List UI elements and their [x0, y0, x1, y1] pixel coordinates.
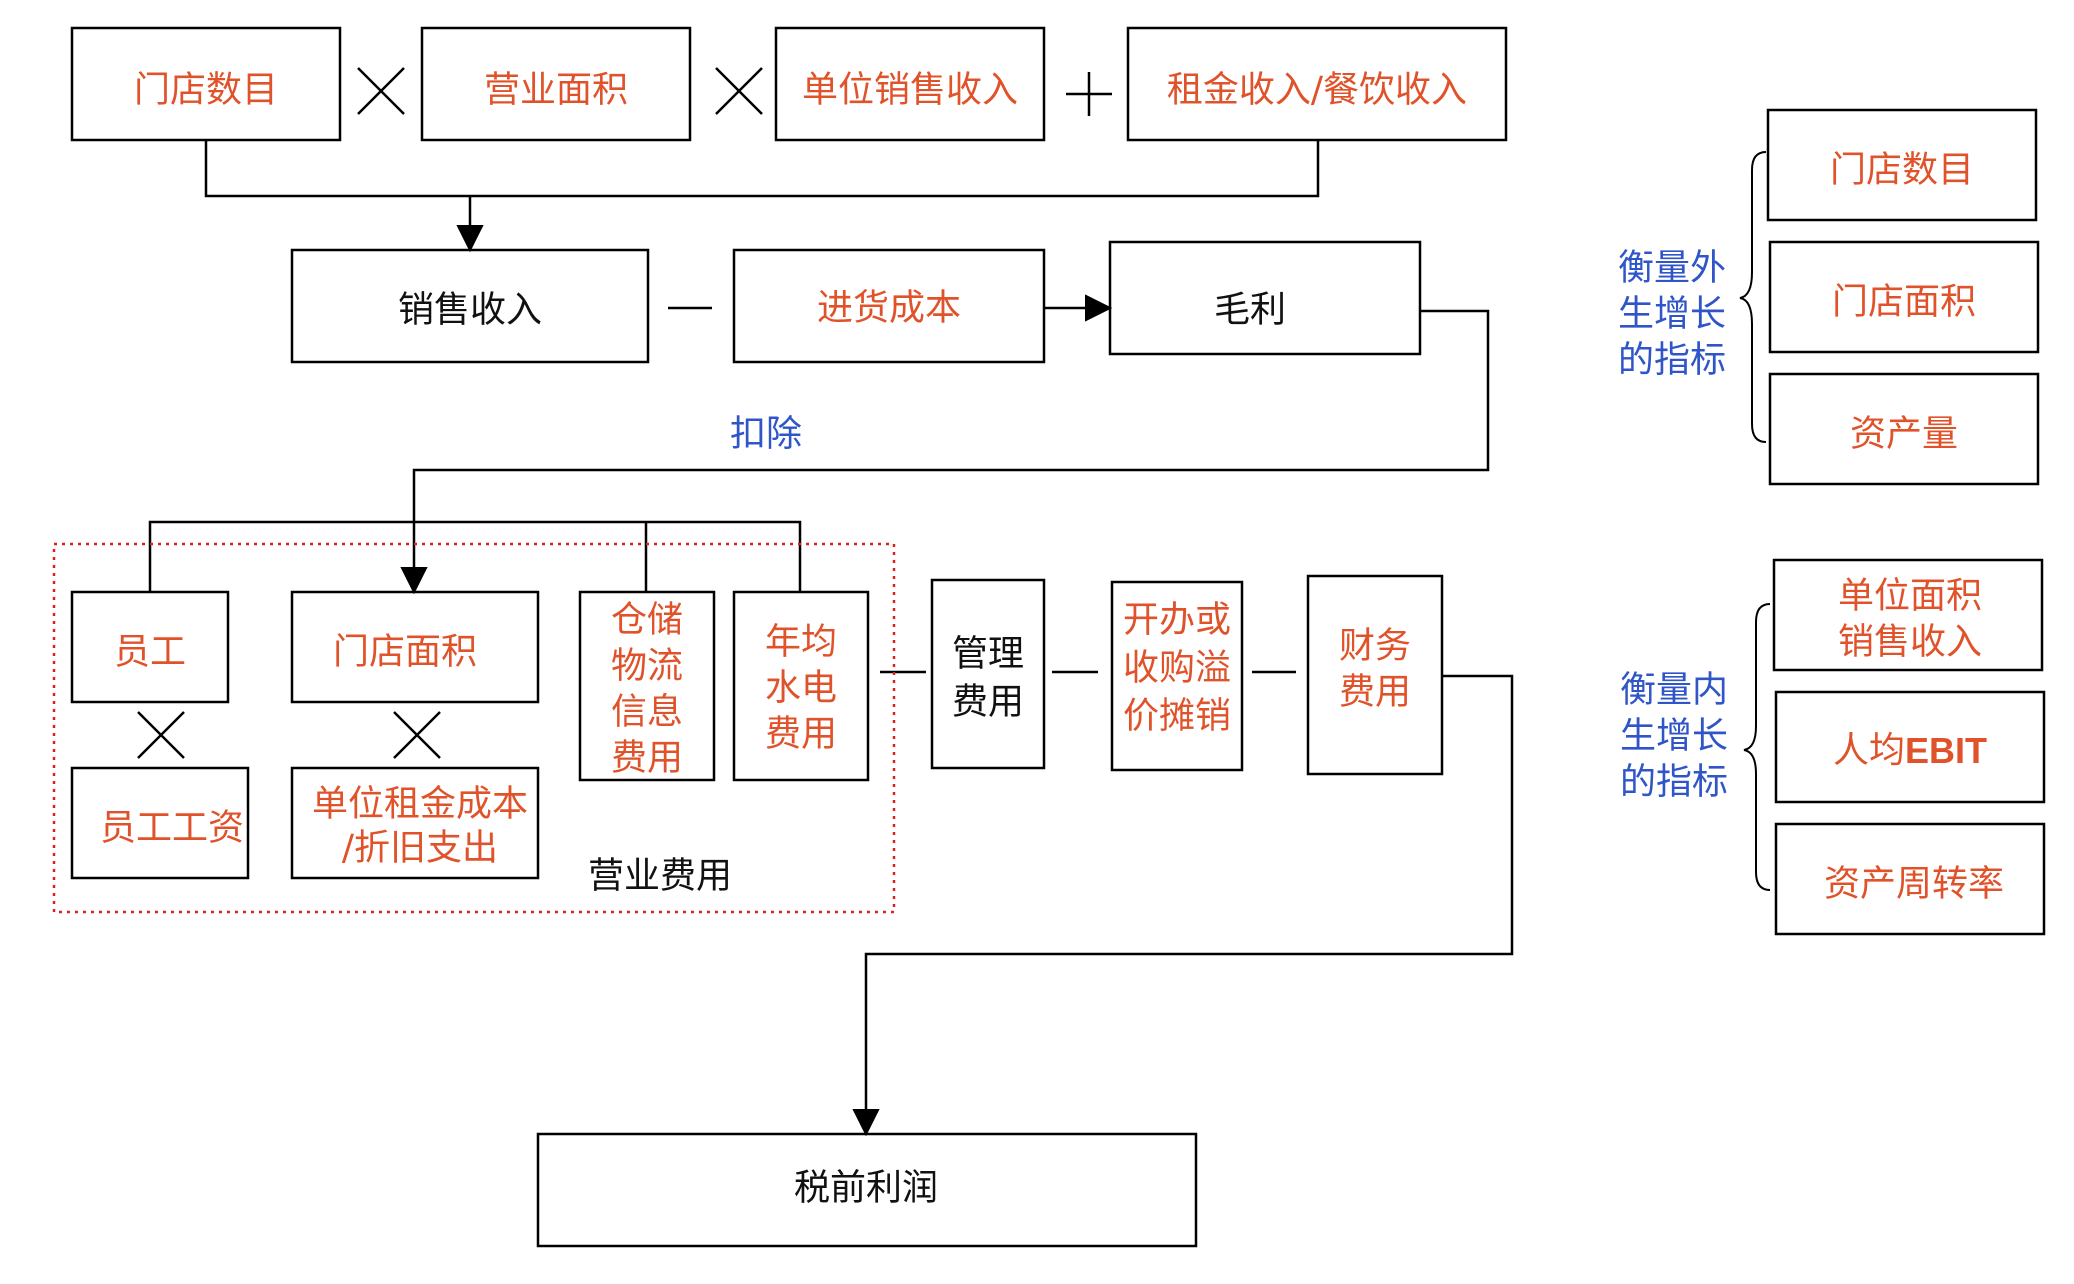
employees-box — [70, 590, 230, 704]
utilities-label-1: 年均 — [765, 622, 837, 663]
gross-profit-label: 毛利 — [1214, 290, 1286, 331]
warehouse-label-1: 仓储 — [611, 600, 683, 641]
opening-label-1: 开办或 — [1123, 600, 1231, 641]
operating-expense-group-label: 营业费用 — [588, 856, 732, 897]
employees-label: 员工 — [114, 632, 186, 673]
external-growth-brace — [1739, 151, 1767, 443]
unit-sales-label: 单位销售收入 — [802, 70, 1018, 111]
int-unit-sales-label-1: 单位面积 — [1838, 576, 1982, 617]
pretax-profit-box — [536, 1132, 1198, 1248]
warehouse-label-4: 费用 — [611, 738, 683, 779]
employee-wages-box — [70, 766, 250, 880]
operating-expense-group — [52, 542, 896, 914]
rent-cost-box — [290, 766, 540, 880]
pretax-profit-label: 税前利润 — [794, 1168, 938, 1209]
admin-expense-label-1: 管理 — [952, 634, 1024, 675]
rent-cost-label-line2: /折旧支出 — [342, 828, 498, 869]
ext-store-count-box — [1766, 108, 2038, 222]
finance-to-pretax-route — [852, 674, 1514, 1137]
int-unit-sales-box — [1772, 558, 2044, 672]
rent-cost-label-line1: 单位租金成本 — [312, 784, 528, 825]
opening-label-3: 价摊销 — [1123, 696, 1231, 737]
rent-catering-label: 租金收入/餐饮收入 — [1167, 70, 1467, 111]
ext-store-area-label: 门店面积 — [1832, 282, 1976, 323]
times-symbol-1 — [357, 67, 405, 115]
internal-growth-label-3: 的指标 — [1620, 762, 1728, 803]
warehouse-label-3: 信息 — [611, 692, 683, 733]
row1-merge-connector — [204, 140, 1320, 198]
sales-revenue-label: 销售收入 — [398, 290, 542, 331]
int-ebit-box — [1774, 690, 2046, 804]
utilities-box — [732, 590, 870, 782]
deduct-label: 扣除 — [730, 414, 802, 455]
utilities-label-3: 费用 — [765, 714, 837, 755]
expense-branch-left — [148, 520, 802, 592]
internal-growth-label-2: 生增长 — [1620, 716, 1728, 757]
gross-profit-route — [400, 309, 1490, 595]
store-area-label: 门店面积 — [333, 632, 477, 673]
external-growth-label-1: 衡量外 — [1618, 248, 1726, 289]
int-unit-sales-label-2: 销售收入 — [1838, 622, 1982, 663]
admin-expense-label-2: 费用 — [952, 682, 1024, 723]
ext-asset-label: 资产量 — [1850, 414, 1958, 455]
internal-growth-brace — [1743, 603, 1771, 891]
warehouse-label-2: 物流 — [611, 646, 683, 687]
times-symbol-employees — [137, 711, 185, 759]
purchase-cost-box — [732, 248, 1046, 364]
finance-expense-label-1: 财务 — [1339, 626, 1411, 667]
ext-asset-box — [1768, 372, 2040, 486]
finance-expense-label-2: 费用 — [1339, 672, 1411, 713]
business-area-box — [420, 26, 692, 142]
times-symbol-store-area — [393, 711, 441, 759]
sales-revenue-box — [290, 248, 650, 364]
admin-expense-box — [930, 578, 1046, 770]
int-ebit-suffix: EBIT — [1905, 730, 1987, 771]
purchase-cost-label: 进货成本 — [817, 288, 961, 329]
opening-label-2: 收购溢 — [1123, 648, 1231, 689]
external-growth-label-2: 生增长 — [1618, 294, 1726, 335]
business-area-label: 营业面积 — [484, 70, 628, 111]
opening-amortization-box — [1110, 580, 1244, 772]
external-growth-label-3: 的指标 — [1618, 340, 1726, 381]
utilities-label-2: 水电 — [765, 668, 837, 709]
plus-symbol — [1066, 72, 1112, 116]
int-asset-turnover-label: 资产周转率 — [1824, 864, 2004, 905]
times-symbol-2 — [715, 67, 763, 115]
internal-growth-label-1: 衡量内 — [1620, 670, 1728, 711]
unit-sales-box — [774, 26, 1046, 142]
int-asset-turnover-box — [1774, 822, 2046, 936]
int-ebit-label: 人均EBIT — [1833, 730, 1987, 771]
store-count-label: 门店数目 — [134, 70, 278, 111]
int-ebit-prefix: 人均 — [1833, 730, 1905, 771]
employee-wages-label: 员工工资 — [100, 808, 244, 849]
store-area-box — [290, 590, 540, 704]
warehouse-box — [578, 590, 716, 782]
ext-store-area-box — [1768, 240, 2040, 354]
ext-store-count-label: 门店数目 — [1830, 150, 1974, 191]
